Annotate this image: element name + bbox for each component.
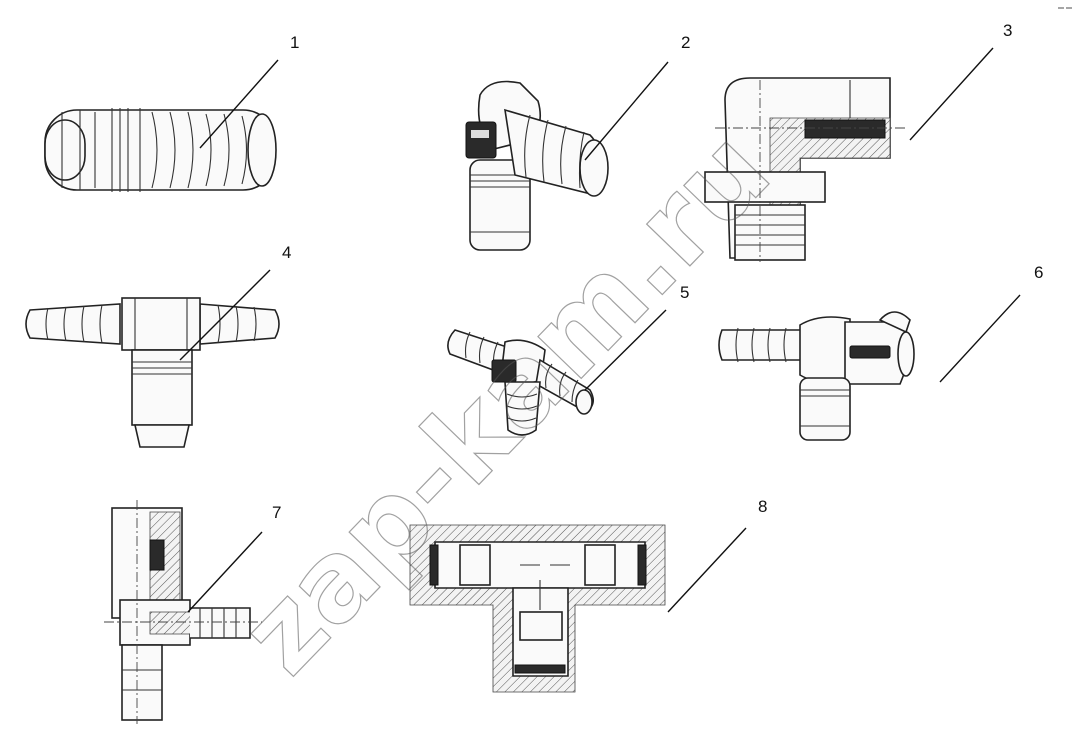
callout-5: 5 bbox=[680, 283, 689, 302]
leader-line-4 bbox=[179, 269, 271, 361]
callout-2: 2 bbox=[681, 33, 690, 52]
part-4-tee-connector-icon bbox=[25, 297, 280, 448]
callout-7: 7 bbox=[272, 503, 281, 522]
leader-line-1 bbox=[199, 59, 279, 149]
part-2-elbow-connector-icon bbox=[465, 80, 609, 251]
callout-1: 1 bbox=[290, 33, 299, 52]
leader-line-7 bbox=[187, 531, 263, 613]
callout-8: 8 bbox=[758, 497, 767, 516]
leader-line-5 bbox=[584, 309, 667, 391]
part-7-angle-fitting-section-icon bbox=[104, 500, 262, 724]
part-5-tee-connector-angled-icon bbox=[447, 329, 594, 436]
part-1-straight-hose-connector-icon bbox=[44, 108, 277, 192]
callout-3: 3 bbox=[1003, 21, 1012, 40]
part-3-elbow-fitting-section-icon bbox=[704, 77, 905, 262]
leader-line-6 bbox=[939, 294, 1021, 383]
leader-line-8 bbox=[667, 527, 747, 613]
part-6-tee-with-plug-icon bbox=[718, 311, 915, 441]
leader-line-2 bbox=[584, 61, 669, 161]
callout-4: 4 bbox=[282, 243, 291, 262]
leader-line-3 bbox=[909, 47, 994, 141]
part-8-tee-fitting-section-icon bbox=[409, 524, 666, 693]
callout-6: 6 bbox=[1034, 263, 1043, 282]
